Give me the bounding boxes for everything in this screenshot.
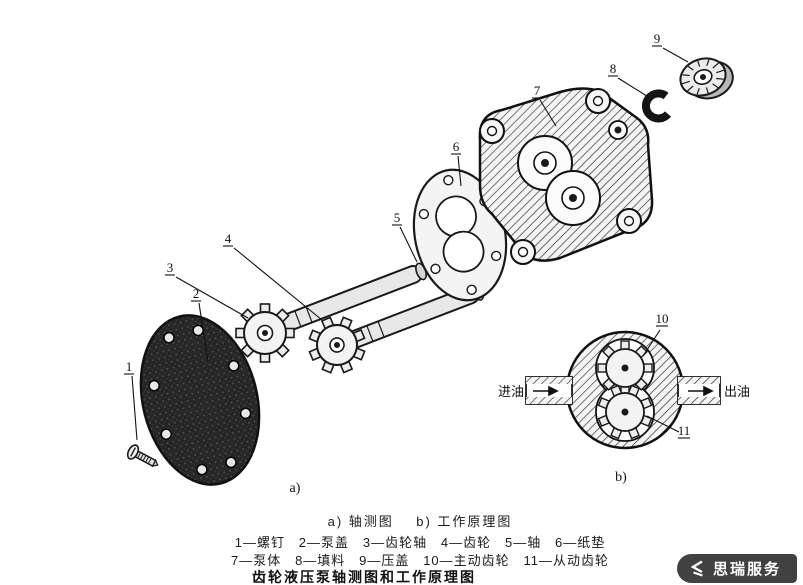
caption-views: a) 轴测图 b) 工作原理图 bbox=[327, 514, 513, 529]
sub-label-a: a) bbox=[290, 481, 301, 496]
screw-part bbox=[126, 444, 159, 468]
sub-label-b: b) bbox=[615, 470, 627, 485]
callout-8: 8 bbox=[610, 61, 617, 76]
callout-4: 4 bbox=[225, 231, 232, 246]
callout-1: 1 bbox=[126, 359, 133, 374]
callout-numbers: 1 2 3 4 5 6 7 8 9 10 11 bbox=[126, 31, 691, 438]
gear-shaft-gear-part bbox=[235, 303, 295, 363]
caption-parts-line1: 1—螺钉 2—泵盖 3—齿轮轴 4—齿轮 5—轴 6—纸垫 bbox=[234, 535, 606, 550]
pump-cover-part bbox=[139, 314, 261, 486]
oil-out-arrow-icon bbox=[688, 385, 714, 397]
driving-gear bbox=[597, 340, 653, 396]
gear-part bbox=[308, 316, 366, 374]
packing-part bbox=[642, 89, 672, 123]
figure-title: 齿轮液压泵轴测图和工作原理图 bbox=[252, 569, 476, 585]
gland-part bbox=[679, 57, 734, 100]
oil-out-label: 出油 bbox=[724, 384, 750, 399]
watermark-text: 思瑞服务 bbox=[712, 561, 781, 578]
callout-6: 6 bbox=[453, 139, 460, 154]
callout-10: 10 bbox=[656, 311, 669, 326]
pump-body-part bbox=[478, 87, 654, 265]
principle-diagram: 进油 出油 bbox=[498, 330, 750, 450]
callout-3: 3 bbox=[167, 260, 174, 275]
callout-11: 11 bbox=[678, 423, 691, 438]
callouts bbox=[124, 45, 690, 441]
callout-7: 7 bbox=[534, 83, 541, 98]
watermark-badge: 思瑞服务 bbox=[676, 554, 797, 583]
caption-parts-line2: 7—泵体 8—填料 9—压盖 10—主动齿轮 11—从动齿轮 bbox=[231, 553, 609, 568]
oil-in-label: 进油 bbox=[498, 384, 524, 399]
callout-9: 9 bbox=[654, 31, 661, 46]
callout-2: 2 bbox=[193, 286, 200, 301]
watermark-logo-icon bbox=[689, 560, 705, 577]
oil-in-arrow-icon bbox=[533, 385, 559, 397]
exploded-view bbox=[126, 57, 734, 486]
callout-5: 5 bbox=[394, 210, 401, 225]
driven-gear bbox=[597, 384, 653, 440]
